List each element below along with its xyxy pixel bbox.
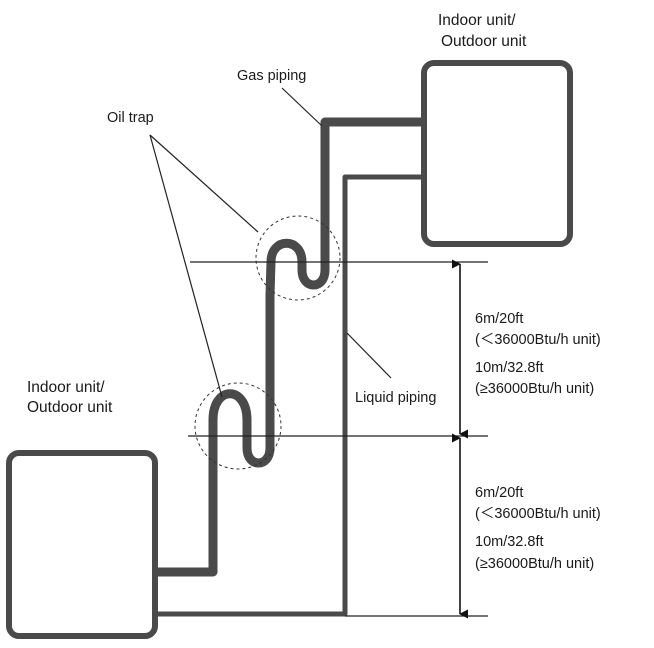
upper-interval-line4: (≥36000Btu/h unit) xyxy=(475,381,594,397)
lower-unit-label-line1: Indoor unit/ xyxy=(27,379,105,396)
liquid-pipe xyxy=(155,174,427,617)
oil-trap-leader-upper xyxy=(149,134,259,233)
upper-interval-line1: 6m/20ft xyxy=(475,311,523,327)
oil-trap-label: Oil trap xyxy=(107,110,154,126)
lower-interval-line1: 6m/20ft xyxy=(475,485,523,501)
upper-interval-line2: (＜36000Btu/h unit) xyxy=(475,332,601,348)
upper-unit-box xyxy=(421,60,573,247)
upper-unit-label-line2: Outdoor unit xyxy=(441,33,527,50)
gas-piping-label: Gas piping xyxy=(237,68,306,84)
lower-interval-line3: 10m/32.8ft xyxy=(475,534,544,550)
gas-piping-leader xyxy=(281,87,323,127)
lower-interval-line2: (＜36000Btu/h unit) xyxy=(475,506,601,522)
gas-pipe xyxy=(155,117,427,577)
liquid-piping-label: Liquid piping xyxy=(355,390,436,406)
lower-unit-label-line2: Outdoor unit xyxy=(27,399,113,416)
liquid-piping-leader xyxy=(346,332,392,379)
upper-oil-trap-circle xyxy=(255,215,341,301)
lower-interval-line4: (≥36000Btu/h unit) xyxy=(475,556,594,572)
oil-trap-leader-lower xyxy=(149,134,223,398)
lower-unit-box xyxy=(6,450,158,639)
upper-interval-line3: 10m/32.8ft xyxy=(475,360,544,376)
lower-oil-trap-circle xyxy=(194,382,282,470)
upper-unit-label-line1: Indoor unit/ xyxy=(438,12,516,29)
